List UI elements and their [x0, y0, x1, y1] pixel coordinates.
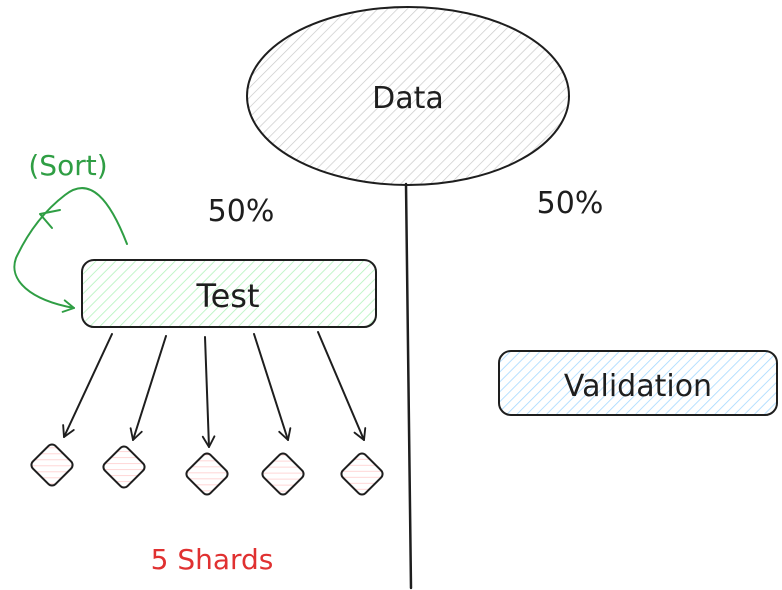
left-split-percent: 50%	[208, 194, 275, 229]
data-ellipse	[246, 6, 570, 186]
test-label: Test	[195, 277, 259, 315]
shards-annotation: 5 Shards	[151, 543, 274, 576]
validation-box	[498, 350, 778, 416]
shard-diamond[interactable]	[29, 442, 74, 487]
test-node[interactable]: Test	[81, 259, 377, 328]
shard-diamond[interactable]	[339, 451, 384, 496]
data-node[interactable]: Data	[246, 6, 570, 186]
data-label: Data	[372, 81, 444, 116]
split-divider-line	[404, 182, 413, 590]
shard-arrow	[129, 335, 167, 441]
test-box	[81, 259, 377, 328]
shard-arrow	[317, 331, 367, 441]
shard-diamond[interactable]	[184, 451, 229, 496]
shard-diamonds	[29, 442, 384, 496]
validation-label: Validation	[564, 369, 712, 404]
right-split-percent: 50%	[537, 186, 604, 221]
shard-arrow	[253, 333, 292, 441]
sort-loop-arrow-tick	[39, 209, 61, 229]
shard-arrow	[201, 336, 216, 448]
shard-arrows	[62, 331, 367, 448]
validation-node[interactable]: Validation	[498, 350, 778, 416]
shard-diamond[interactable]	[101, 444, 146, 489]
shard-arrow	[62, 333, 113, 438]
shard-diamond[interactable]	[260, 451, 305, 496]
sort-annotation: (Sort)	[28, 149, 107, 182]
